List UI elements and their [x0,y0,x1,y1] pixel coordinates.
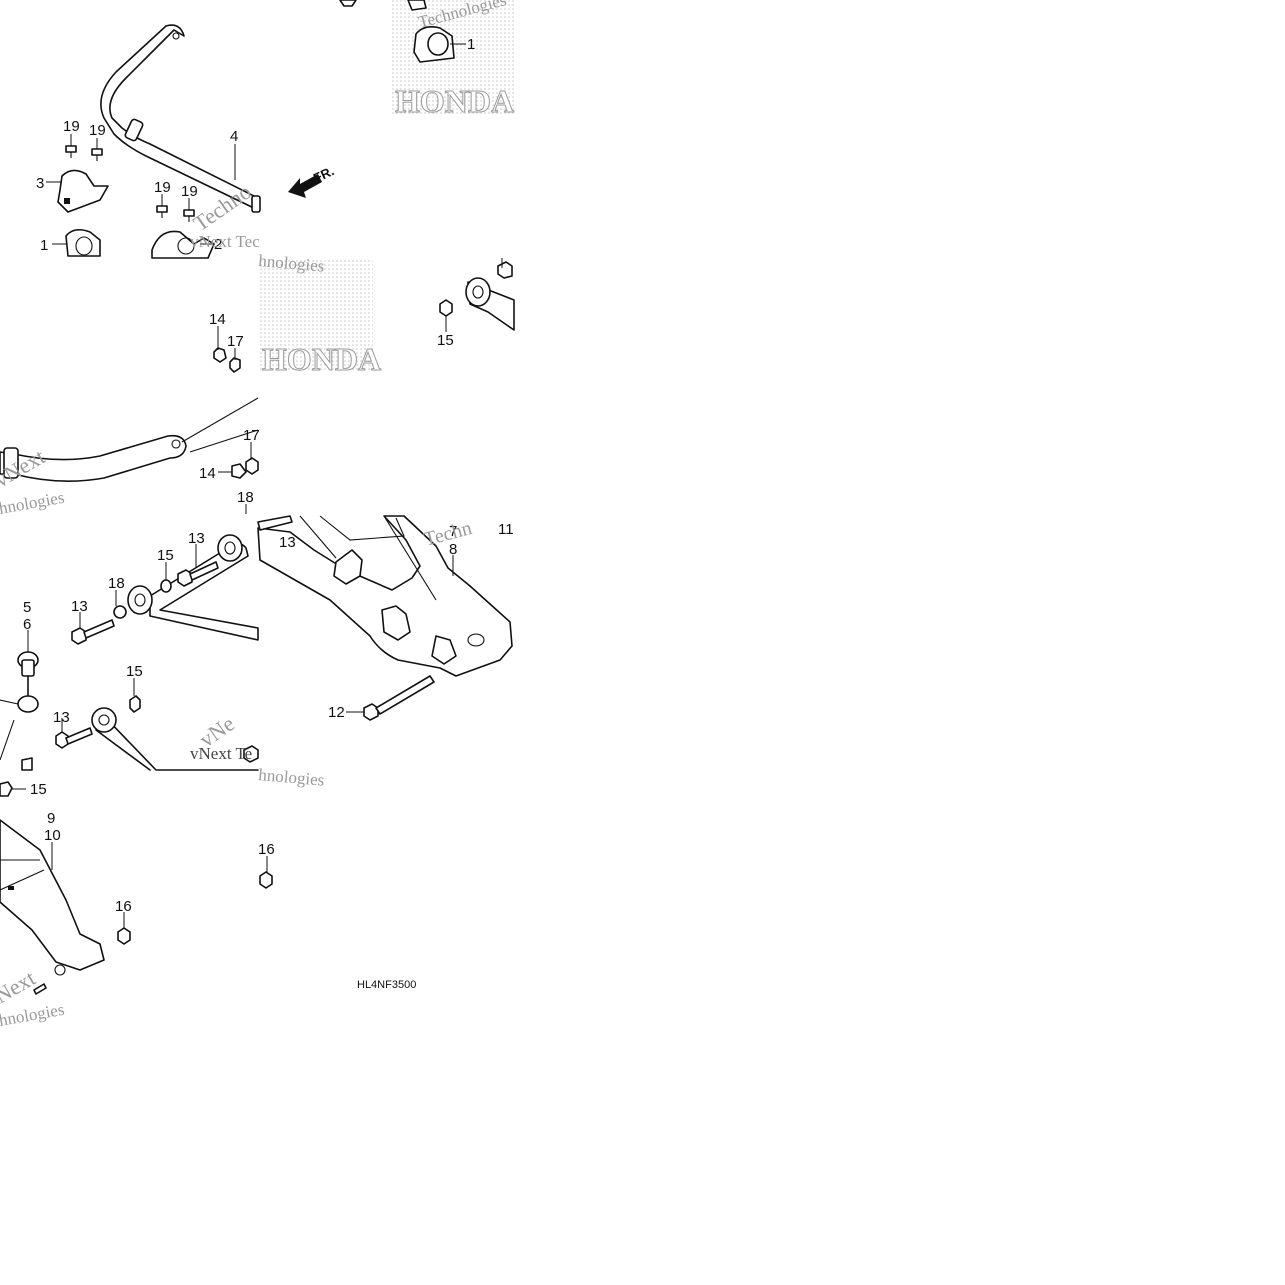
bar-holder-right [151,230,215,259]
callout-18-b: 18 [108,575,125,592]
callout-16-a: 16 [115,898,132,915]
callout-3: 3 [36,175,44,192]
callout-15-b: 15 [157,547,174,564]
honda-logo-watermark-top: HONDA [392,0,515,120]
stabilizer-arm-middle [0,397,259,482]
callout-2: 2 [214,236,222,253]
callout-14-b: 14 [199,465,216,482]
bolt-13-top [257,515,293,531]
stabilizer-link [0,651,39,761]
leader-lines [12,43,466,928]
callout-9: 9 [47,810,55,827]
callout-6: 6 [23,616,31,633]
callout-5: 5 [23,599,31,616]
callout-17-a: 17 [227,333,244,350]
callout-12: 12 [328,704,345,721]
callout-18-a: 18 [237,489,254,506]
watermark-1: vNext Tec [190,232,260,251]
bush-top-right [339,0,455,63]
callout-1-left: 1 [40,237,48,254]
link-arm-right-fragment [465,258,515,331]
watermark-10: hnologies [0,1000,66,1030]
callout-13-d: 13 [53,709,70,726]
watermark-6: Techn [422,517,475,551]
callout-15-a: 15 [437,332,454,349]
callout-13-b: 13 [188,530,205,547]
watermark-7: vNext Te [190,744,252,763]
callout-19-b: 19 [89,122,106,139]
watermark-8: hnologies [258,765,326,790]
callout-14-a: 14 [209,311,226,328]
stabilizer-bar [100,24,261,213]
text-watermarks: vNext Tec hnologies Technologies vNext h… [0,0,508,1030]
bolt-12 [363,675,435,721]
front-direction-arrow: FR. [288,163,336,198]
callout-1-top: 1 [467,36,475,53]
callout-17-b: 17 [243,427,260,444]
callout-13-a: 13 [279,534,296,551]
bush-left [65,228,101,257]
watermark-9: Next [0,965,40,1008]
callout-4: 4 [230,128,238,145]
upper-arm-right [257,515,513,677]
callout-19-d: 19 [181,183,198,200]
bolts-19 [65,145,195,222]
honda-logo-text-middle: HONDA [262,341,381,377]
callout-19-c: 19 [154,179,171,196]
front-direction-label: FR. [311,163,336,185]
watermark-5: hnologies [0,488,66,518]
callout-15-c: 15 [126,663,143,680]
callout-numbers: 1 19 19 4 3 19 19 1 2 14 17 15 17 14 18 … [23,36,514,915]
honda-logo-text-top: HONDA [395,83,514,119]
lower-link-arm [71,534,259,645]
diagram-code: HL4NF3500 [357,979,416,991]
callout-19-a: 19 [63,118,80,135]
callout-16-b: 16 [258,841,275,858]
callout-11: 11 [498,521,514,538]
callout-15-d: 15 [30,781,47,798]
lower-arm-left [0,695,273,995]
callout-8: 8 [449,541,457,558]
callout-7: 7 [449,523,457,540]
bar-holder-left [57,169,109,213]
callout-13-c: 13 [71,598,88,615]
honda-logo-watermark-middle: HONDA [258,258,382,378]
callout-10: 10 [44,827,61,844]
